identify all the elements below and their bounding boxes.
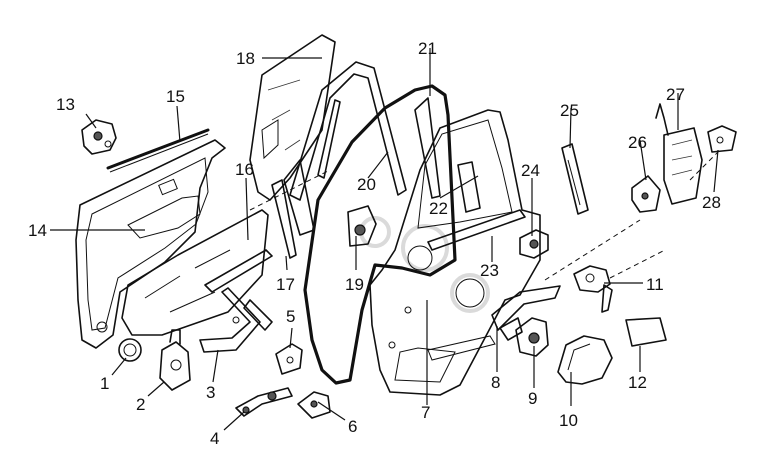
callout-20: 20: [357, 175, 376, 194]
callout-25: 25: [560, 101, 579, 120]
latch-link: [491, 285, 561, 341]
callout-17: 17: [276, 275, 295, 294]
lower-hinge: [297, 391, 331, 419]
mirror-glass: [625, 317, 667, 347]
callout-19: 19: [345, 275, 364, 294]
hinge-bracket: [519, 229, 549, 259]
door-trim-panel: [75, 139, 226, 349]
callout-10: 10: [559, 411, 578, 430]
belt-weatherstrip: [106, 128, 210, 173]
callout-16: 16: [235, 160, 254, 179]
window-motor: [159, 329, 191, 391]
alignment-lines: [249, 149, 721, 281]
watermark: [359, 216, 490, 313]
callout-15: 15: [166, 87, 185, 106]
callout-6: 6: [348, 417, 357, 436]
door-striker: [631, 175, 661, 213]
door-shell: [369, 109, 541, 396]
door-latch: [515, 317, 549, 357]
glass-run-channel: [289, 61, 441, 201]
inner-handle-bezel: [81, 119, 117, 155]
callout-2: 2: [136, 395, 145, 414]
callout-4: 4: [210, 429, 219, 448]
callout-1: 1: [100, 374, 109, 393]
door-check-strap: [235, 387, 293, 417]
callout-21: 21: [418, 39, 437, 58]
door-glass: [249, 34, 336, 201]
callout-12: 12: [628, 373, 647, 392]
retainer-clip: [707, 125, 737, 153]
outside-mirror: [557, 335, 613, 385]
window-regulator: [199, 249, 273, 353]
lock-cylinder-keys: [573, 265, 613, 313]
callout-28: 28: [702, 193, 721, 212]
callout-18: 18: [236, 49, 255, 68]
leader-lines: [50, 48, 719, 431]
callout-8: 8: [491, 373, 500, 392]
lock-assembly: [655, 103, 703, 205]
lock-actuator: [347, 205, 377, 247]
glass-stop: [457, 161, 481, 213]
callout-5: 5: [286, 307, 295, 326]
callout-9: 9: [528, 389, 537, 408]
callout-27: 27: [666, 85, 685, 104]
callout-labels: 1 2 3 4 5 6 7 8 9 10 11 12 13 14 15 16 1…: [28, 39, 721, 448]
callout-26: 26: [628, 133, 647, 152]
callout-3: 3: [206, 383, 215, 402]
door-channel-bar: [427, 209, 526, 251]
speaker-grille: [118, 338, 142, 362]
callout-23: 23: [480, 261, 499, 280]
trim-strip: [561, 143, 589, 215]
upper-hinge: [275, 343, 303, 375]
inner-door-liner: [121, 209, 269, 336]
callout-11: 11: [646, 275, 664, 294]
callout-7: 7: [421, 403, 430, 422]
callout-24: 24: [521, 161, 540, 180]
callout-22: 22: [429, 199, 448, 218]
door-seal: [303, 84, 457, 385]
callout-13: 13: [56, 95, 75, 114]
callout-14: 14: [28, 221, 47, 240]
